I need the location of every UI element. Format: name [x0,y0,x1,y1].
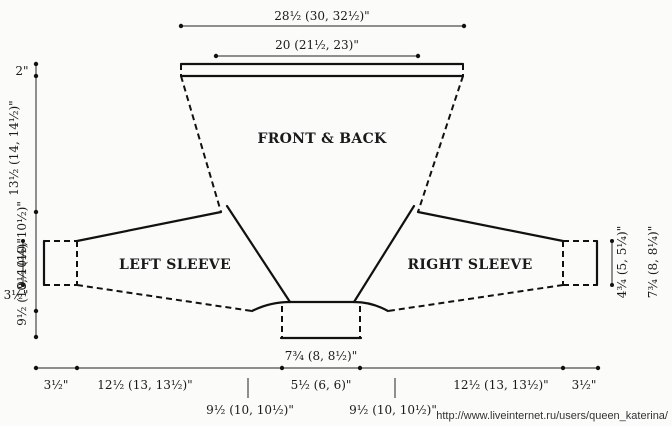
left-sleeve-piece [42,210,292,313]
right-cuff-label: 4¾ (5, 5¼)" [615,226,629,299]
upper-width-label: 20 (21½, 23)" [275,38,359,52]
left-cuff-lower-label: 9½ (10, 10½)" [15,238,29,326]
bottom-seg2-label: 12½ (13, 13½)" [97,378,192,392]
bottom-seg5-label: 3½" [572,378,597,392]
bottom-seg1-label: 3½" [44,378,69,392]
bottom-width-label: 7¾ (8, 8½)" [285,349,358,363]
right-sleeve-piece [352,210,599,313]
right-arm-label: 7¾ (8, 8¼)" [646,226,660,299]
front-back-label: FRONT & BACK [258,131,388,147]
bottom-seg4-label: 12½ (13, 13½)" [453,378,548,392]
left-cuff-upper-label: 9½ (10, 10½)" [15,201,29,289]
left-sleeve-label: LEFT SLEEVE [119,257,231,273]
left-body-label: 13½ (14, 14½)" [7,100,21,195]
top-width-label: 28½ (30, 32½)" [274,9,369,23]
front-back-piece [179,62,465,340]
right-sleeve-label: RIGHT SLEEVE [407,257,532,273]
below-right-label: 9½ (10, 10½)" [349,403,437,417]
bottom-seg3-label: 5½ (6, 6)" [291,378,352,392]
left-top-label: 2" [15,64,28,78]
watermark-url: http://www.liveinternet.ru/users/queen_k… [436,410,669,422]
left-bottom-label: 3½" [4,288,29,302]
below-left-label: 9½ (10, 10½)" [206,403,294,417]
